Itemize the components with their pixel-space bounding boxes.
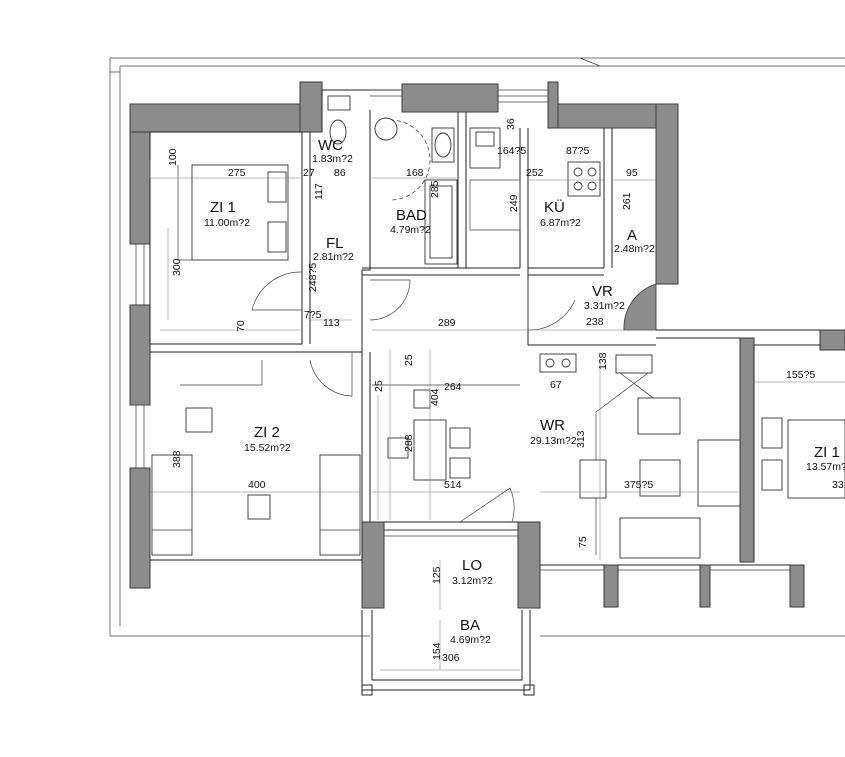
room-area-zi1b: 13.57m? — [806, 461, 845, 473]
dim-125: 125 — [431, 566, 443, 584]
dim-2485: 248?5 — [307, 263, 319, 292]
dim-75: 75 — [577, 536, 589, 548]
room-area-vr: 3.31m?2 — [584, 300, 625, 312]
dim-138: 138 — [597, 352, 609, 370]
dim-261: 261 — [621, 192, 633, 210]
dim-238: 238 — [586, 316, 604, 328]
room-area-fl: 2.81m?2 — [313, 251, 354, 263]
dimension-lines — [149, 160, 845, 671]
dim-404: 404 — [429, 388, 441, 406]
dim-154: 154 — [431, 642, 443, 660]
room-name-lo: LO — [462, 557, 482, 574]
room-name-zi2: ZI 2 — [254, 424, 280, 441]
room-area-zi1: 11.00m?2 — [204, 217, 250, 229]
dim-36: 36 — [505, 118, 517, 130]
dim-86: 86 — [334, 167, 346, 179]
dim-400: 400 — [248, 479, 266, 491]
dim-67: 67 — [550, 379, 562, 391]
room-area-wc: 1.83m?2 — [312, 153, 353, 165]
dim-27: 27 — [303, 167, 315, 179]
room-name-vr: VR — [592, 283, 613, 300]
room-name-a: A — [627, 227, 637, 244]
dim-70: 70 — [235, 320, 247, 332]
dim-300: 300 — [171, 258, 183, 276]
dim-288: 288 — [403, 434, 415, 452]
dim-100: 100 — [167, 148, 179, 166]
dim-285: 285 — [429, 180, 441, 198]
dim-25b: 25 — [373, 380, 385, 392]
furniture — [151, 95, 845, 559]
room-area-ba: 4.69m?2 — [450, 634, 491, 646]
dim-275: 275 — [228, 167, 246, 179]
dim-306: 306 — [442, 652, 460, 664]
room-name-ku: KÜ — [544, 198, 565, 216]
room-area-bad: 4.79m?2 — [390, 224, 431, 236]
dim-33: 33 — [832, 479, 844, 491]
dim-168: 168 — [406, 167, 424, 179]
room-area-wr: 29.13m?2 — [530, 435, 577, 447]
interior-walls — [149, 89, 820, 696]
room-name-bad: BAD — [396, 207, 427, 224]
dim-1555: 155?5 — [786, 369, 815, 381]
dim-289: 289 — [438, 317, 456, 329]
dim-313: 313 — [575, 430, 587, 448]
exterior-walls — [129, 81, 845, 609]
dim-1645: 164?5 — [497, 145, 526, 157]
room-area-ku: 6.87m?2 — [540, 217, 581, 229]
dim-113: 113 — [323, 317, 340, 329]
dim-252: 252 — [526, 167, 544, 179]
room-labels: WC 1.83m?2 ZI 1 11.00m?2 BAD 4.79m?2 KÜ … — [204, 137, 845, 646]
room-name-ba: BA — [460, 617, 480, 634]
dimension-labels: 100 275 27 86 117 168 285 36 164?5 87?5 … — [167, 118, 844, 664]
room-name-wc: WC — [318, 137, 343, 154]
room-area-zi2: 15.52m?2 — [244, 442, 291, 454]
roof-outline — [109, 57, 845, 637]
dim-95: 95 — [626, 167, 638, 179]
room-area-lo: 3.12m?2 — [452, 575, 493, 587]
dim-388: 388 — [171, 450, 183, 468]
dim-725: 7?5 — [304, 309, 322, 321]
room-name-fl: FL — [326, 235, 344, 252]
dim-3755: 375?5 — [624, 479, 653, 491]
dim-117: 117 — [313, 183, 325, 200]
dim-875: 87?5 — [566, 145, 590, 157]
room-name-wr: WR — [540, 417, 565, 434]
windows — [130, 89, 790, 571]
dim-25a: 25 — [403, 354, 415, 366]
dim-264: 264 — [444, 381, 462, 393]
room-name-zi1: ZI 1 — [210, 199, 236, 216]
room-name-zi1b: ZI 1 — [814, 444, 840, 461]
dim-514: 514 — [444, 479, 462, 491]
dim-249: 249 — [508, 194, 520, 212]
room-area-a: 2.48m?2 — [614, 243, 655, 255]
